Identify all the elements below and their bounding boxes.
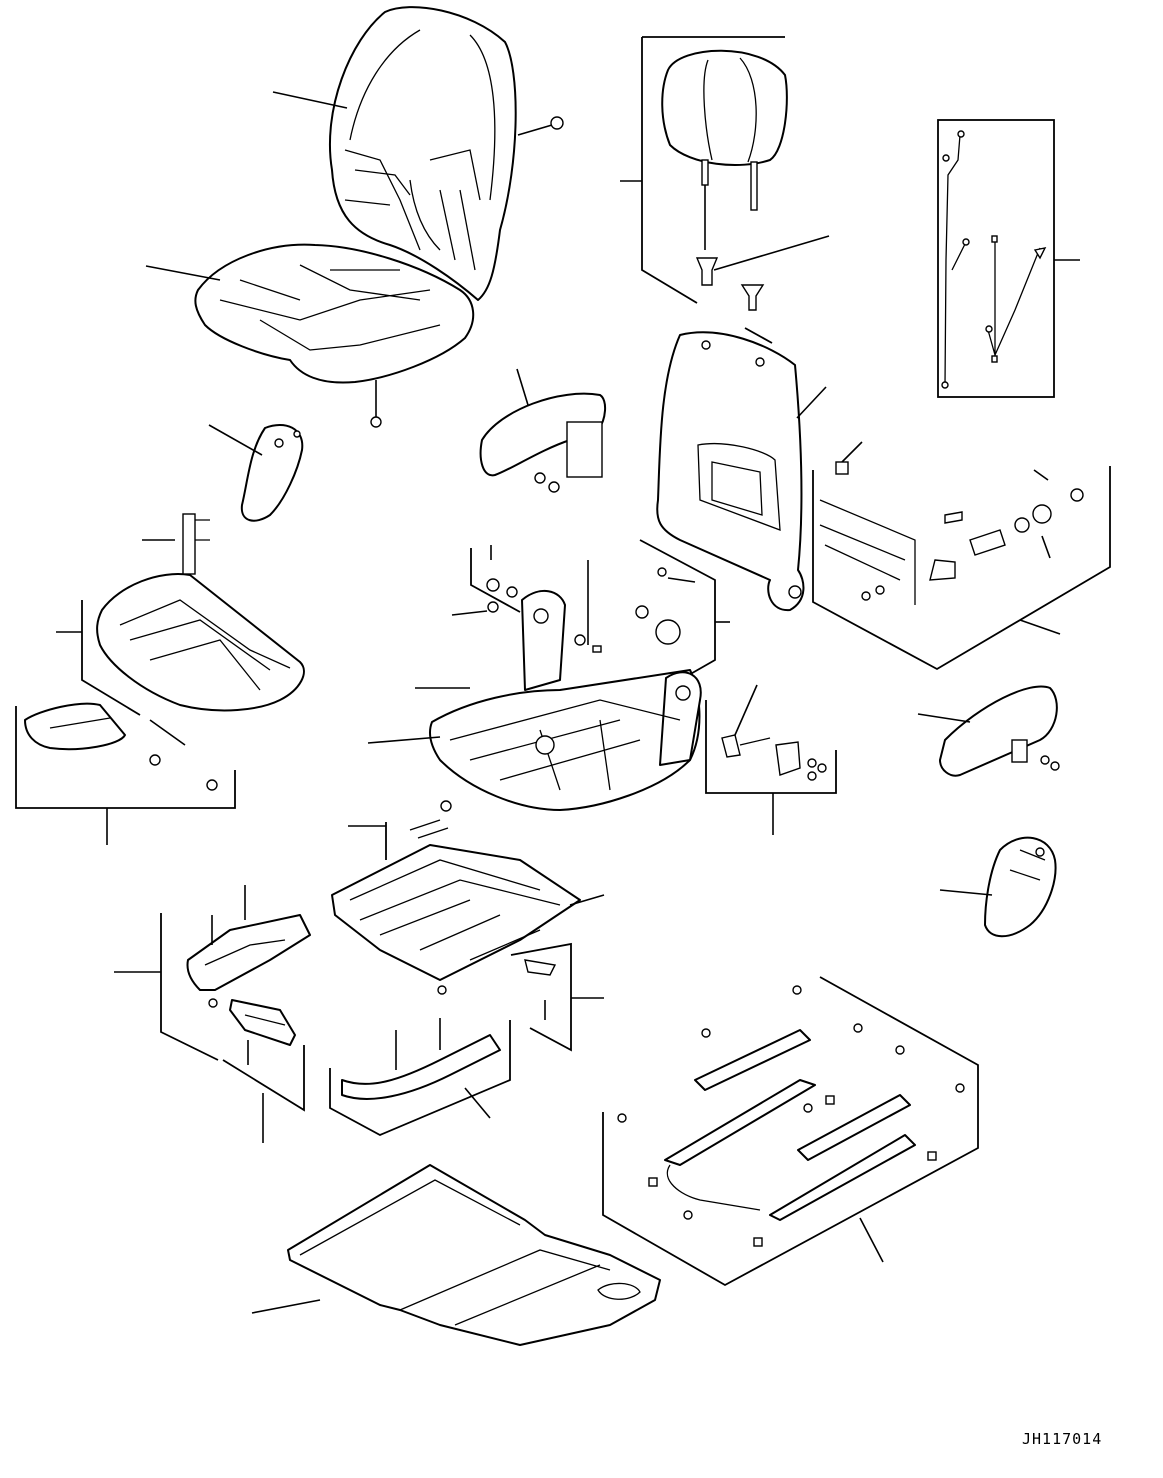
leader-base-plate xyxy=(251,1299,321,1314)
wire-harness xyxy=(941,130,1047,389)
leader-headrest-guide xyxy=(713,235,830,271)
recliner-parts xyxy=(819,469,1084,605)
cushion-screw xyxy=(370,380,382,428)
base-plate xyxy=(287,1164,661,1346)
recliner-box xyxy=(812,466,1111,671)
back-clip xyxy=(835,441,863,475)
rail-box xyxy=(329,1020,511,1136)
armrest-center xyxy=(479,392,606,493)
drawing-code: JH117014 xyxy=(1022,1430,1103,1448)
headrest xyxy=(661,49,788,250)
pan-box xyxy=(348,822,387,860)
left-side-cover xyxy=(240,424,304,522)
bracket-box-left xyxy=(114,913,219,1061)
lever-box xyxy=(705,700,837,835)
leader-seat-frame xyxy=(367,736,441,744)
leader-right-side-cover xyxy=(939,889,993,896)
leader-armrest-center xyxy=(516,368,529,406)
seat-back-cushion xyxy=(328,6,517,301)
curved-rail xyxy=(341,1018,501,1100)
headrest-group-box xyxy=(641,36,785,344)
back-bolt xyxy=(517,116,564,136)
frame-fasteners xyxy=(486,567,730,653)
leader-suspension-pan xyxy=(569,894,605,906)
seat-frame xyxy=(429,590,702,811)
leader-seat-back-frame xyxy=(796,386,827,419)
slide-rails xyxy=(617,985,965,1247)
headrest-guide xyxy=(695,257,765,311)
seat-slide-lever xyxy=(24,702,218,791)
seat-cushion xyxy=(194,243,475,384)
leader-seat-back xyxy=(272,91,348,109)
left-bracket xyxy=(186,885,311,1008)
pan-bracket-box xyxy=(510,942,604,1052)
cushion-pan-box xyxy=(15,600,236,845)
bracket-box-lower xyxy=(222,1045,305,1143)
harness-box xyxy=(937,119,1080,398)
right-side-cover xyxy=(984,836,1057,938)
cushion-pan xyxy=(96,573,305,712)
armrest-right xyxy=(939,685,1060,777)
slide-rail-box xyxy=(602,976,979,1287)
seat-back-frame xyxy=(656,331,805,612)
leader-armrest-right xyxy=(917,713,971,723)
lower-bracket xyxy=(229,999,296,1065)
lumbar-lever xyxy=(721,684,827,781)
leader-seat-cushion xyxy=(145,265,221,281)
seat-frame-box xyxy=(470,539,716,681)
suspension-pan xyxy=(331,800,581,995)
cushion-clips xyxy=(142,513,210,575)
leader-left-side-cover xyxy=(208,424,263,456)
leader-frame-bolt xyxy=(451,610,488,616)
